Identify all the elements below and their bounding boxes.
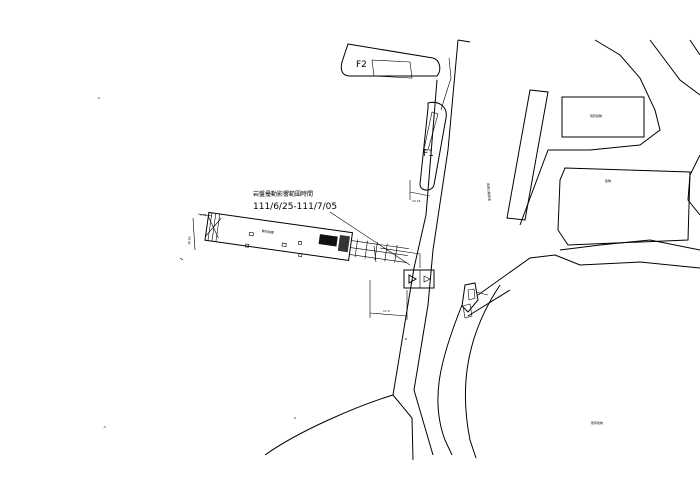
- dimension-10-74-label: 10.74: [412, 199, 421, 203]
- marker-s: -4: [293, 416, 296, 420]
- road-name-label: 高速公路匝道: [486, 183, 493, 201]
- road-mark: B: [405, 337, 407, 341]
- zone-f2: F2: [340, 43, 441, 79]
- road-name: 高速公路匝道: [486, 183, 493, 201]
- station-box: [373, 245, 435, 289]
- building-b-label: 建物: [605, 178, 611, 183]
- small-structure: [461, 282, 489, 319]
- dimension-left: 5.00 18.00: [179, 213, 213, 261]
- excavation-block: 開挖範圍: [204, 211, 409, 263]
- dimension-10-74: 10.74: [409, 180, 431, 203]
- bottom-right-label: 既有建物: [591, 420, 603, 425]
- dimension-17-0: 17.0: [369, 280, 408, 320]
- dimension-5-00-label: 5.00: [200, 213, 207, 217]
- marker-nw: -5: [97, 96, 100, 100]
- dimension-18-00-label: 18.00: [187, 236, 192, 245]
- building-a-label: 既有建物: [590, 113, 602, 118]
- dimension-17-0-label: 17.0: [383, 309, 390, 313]
- marker-sw: -5: [103, 425, 106, 429]
- f1-label: F1: [423, 149, 434, 159]
- survey-period: 111/6/25-111/7/05: [253, 202, 337, 212]
- survey-annotation: 岩盤擾動影響範圍時間 111/6/25-111/7/05: [253, 190, 411, 266]
- road-strip: [506, 89, 549, 221]
- survey-title: 岩盤擾動影響範圍時間: [253, 190, 313, 198]
- road-edges: [264, 39, 556, 461]
- zone-label: 開挖範圍: [262, 228, 275, 235]
- building-b: 建物: [557, 167, 691, 246]
- block-boundaries: [519, 39, 700, 269]
- zone-f1: F1: [419, 101, 447, 191]
- f2-label: F2: [356, 60, 367, 70]
- building-a: 既有建物: [561, 96, 645, 138]
